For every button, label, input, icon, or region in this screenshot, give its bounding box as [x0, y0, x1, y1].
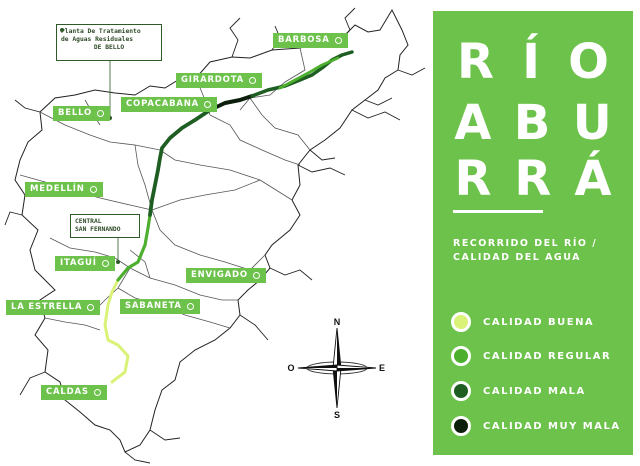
label-envigado-text: ENVIGADO: [191, 270, 248, 280]
callout-central-line-2: SAN FERNANDO: [75, 226, 121, 233]
legend-item-muy-mala: CALIDAD MUY MALA: [451, 416, 621, 436]
title-letter: O: [568, 34, 609, 90]
title-letter: R: [514, 151, 552, 207]
label-barbosa-text: BARBOSA: [278, 35, 330, 45]
valley-boundary: [14, 8, 409, 453]
title-row-3: R R Á: [433, 155, 633, 203]
title-letter: Í: [522, 34, 540, 90]
marker-dot-icon: [252, 272, 260, 279]
marker-dot-icon: [101, 260, 109, 267]
label-envigado[interactable]: ENVIGADO: [186, 268, 266, 283]
legend-swatch-buena: [451, 312, 471, 332]
label-bello[interactable]: BELLO: [53, 106, 111, 121]
label-sabaneta-text: SABANETA: [125, 301, 182, 311]
label-barbosa[interactable]: BARBOSA: [273, 33, 348, 48]
river-segment-muy-mala: [208, 94, 254, 112]
marker-dot-icon: [204, 101, 212, 108]
title-row-2: A B U: [433, 99, 633, 147]
compass-s: S: [334, 410, 340, 420]
label-copacabana[interactable]: COPACABANA: [121, 97, 218, 112]
label-la-estrella-text: LA ESTRELLA: [11, 302, 83, 312]
river-aburra: [103, 50, 354, 384]
callout-corner-dot: [60, 28, 64, 32]
legend-swatch-regular: [451, 346, 471, 366]
title-letter: A: [454, 95, 492, 151]
label-caldas-text: CALDAS: [46, 387, 89, 397]
legend-swatch-mala: [451, 381, 471, 401]
marker-dot-icon: [87, 304, 95, 311]
label-itagui-text: ITAGUÍ: [60, 258, 97, 268]
label-girardota-text: GIRARDOTA: [181, 75, 245, 85]
callout-central-san-fernando: CENTRAL SAN FERNANDO: [70, 214, 140, 238]
label-itagui[interactable]: ITAGUÍ: [55, 256, 115, 271]
legend-item-regular: CALIDAD REGULAR: [451, 346, 611, 366]
marker-dot-icon: [93, 389, 101, 396]
compass-w: O: [287, 363, 294, 373]
legend-label-mala: CALIDAD MALA: [483, 385, 586, 397]
compass-rose: N S E O: [287, 317, 385, 420]
legend-item-mala: CALIDAD MALA: [451, 381, 586, 401]
label-bello-text: BELLO: [58, 108, 93, 118]
river-segment-mala-north: [250, 50, 354, 98]
subtitle-line-1: RECORRIDO DEL RÍO /: [453, 238, 598, 249]
label-medellin[interactable]: MEDELLÍN: [25, 182, 103, 197]
compass-n: N: [334, 317, 341, 327]
callout-plant-line-1: Planta De Tratamiento: [61, 28, 141, 35]
legend-label-regular: CALIDAD REGULAR: [483, 350, 612, 362]
title-divider: [453, 210, 543, 213]
legend-item-buena: CALIDAD BUENA: [451, 312, 594, 332]
callout-bello-plant: Planta De Tratamiento de Aguas Residuale…: [56, 24, 162, 61]
legend-label-muy-mala: CALIDAD MUY MALA: [483, 420, 621, 432]
river-segment-buena: [103, 278, 130, 384]
subtitle-line-2: CALIDAD DEL AGUA: [453, 252, 582, 263]
marker-dot-icon: [89, 186, 97, 193]
title-letter: U: [572, 95, 612, 151]
central-location-dot: [116, 260, 120, 264]
compass-e: E: [379, 363, 385, 373]
label-girardota[interactable]: GIRARDOTA: [176, 73, 263, 88]
marker-dot-icon: [97, 110, 105, 117]
river-segment-regular-north: [278, 56, 340, 90]
label-sabaneta[interactable]: SABANETA: [120, 299, 200, 314]
label-la-estrella[interactable]: LA ESTRELLA: [6, 300, 101, 315]
callout-plant-line-2: de Aguas Residuales: [61, 36, 134, 43]
compass-needle-east-shade: [337, 368, 376, 371]
label-caldas[interactable]: CALDAS: [41, 385, 107, 400]
river-segment-regular: [116, 213, 152, 282]
title-letter: R: [457, 34, 495, 90]
callout-plant-line-3: DE BELLO: [93, 44, 125, 51]
title-legend-panel: R Í O A B U R R Á RECORRIDO DEL RÍO / CA…: [433, 11, 633, 455]
river-segment-mala: [148, 108, 212, 217]
legend-swatch-muy-mala: [451, 416, 471, 436]
title-letter: R: [454, 151, 492, 207]
label-copacabana-text: COPACABANA: [126, 99, 200, 109]
title-letter: B: [513, 95, 551, 151]
legend-label-buena: CALIDAD BUENA: [483, 316, 595, 328]
label-medellin-text: MEDELLÍN: [30, 184, 85, 194]
compass-needle-south-shade: [333, 368, 337, 408]
title-row-1: R Í O: [433, 38, 633, 86]
callout-central-line-1: CENTRAL: [75, 218, 102, 225]
outer-terrain-lines: [4, 7, 426, 464]
compass-needle-west-shade: [298, 365, 337, 368]
marker-dot-icon: [186, 303, 194, 310]
title-letter: Á: [574, 151, 612, 207]
marker-dot-icon: [334, 37, 342, 44]
compass-needle-north-shade: [337, 328, 341, 368]
marker-dot-icon: [249, 77, 257, 84]
